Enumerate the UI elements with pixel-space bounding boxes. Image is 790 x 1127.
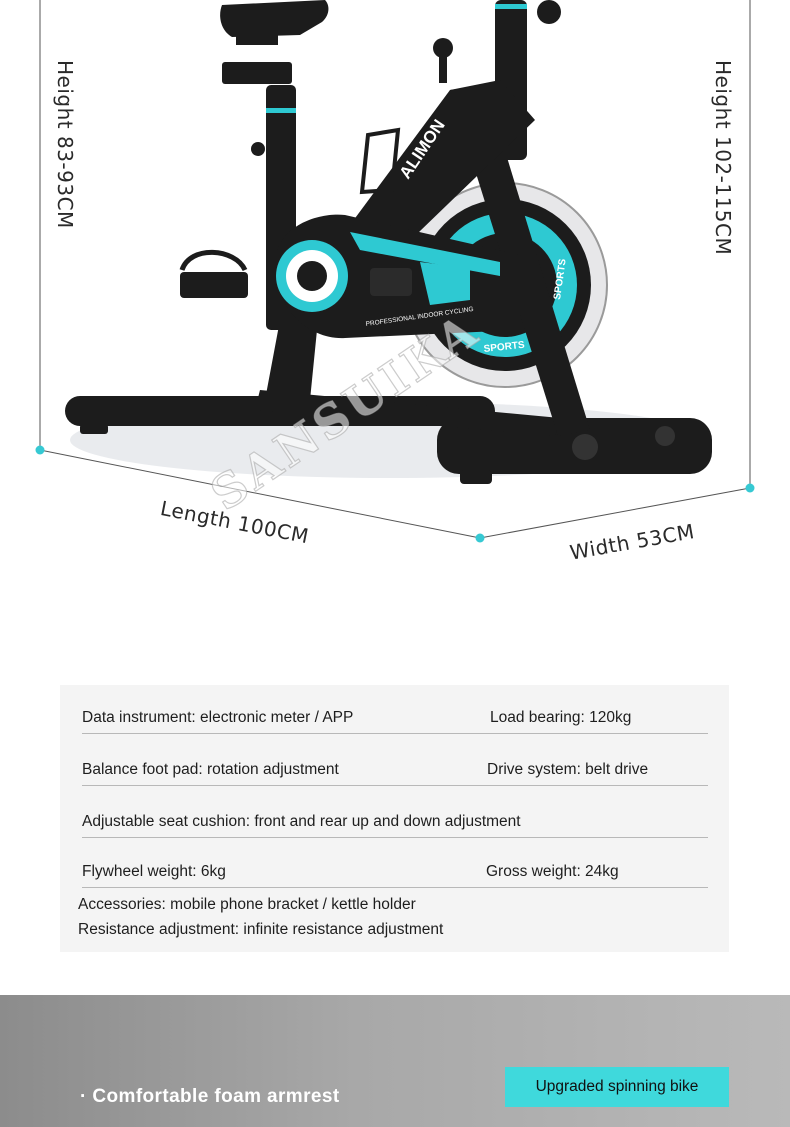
product-hero: ALIMON PROFESSIONAL INDOOR CYCLING SPORT…	[35, 0, 755, 565]
dimension-marker	[475, 533, 485, 543]
spec-row: Flywheel weight: 6kg Gross weight: 24kg	[82, 857, 708, 888]
spec-accessories: Accessories: mobile phone bracket / kett…	[78, 896, 416, 913]
feature-banner: · Comfortable foam armrest Upgraded spin…	[0, 995, 790, 1127]
spec-load-bearing: Load bearing: 120kg	[490, 709, 632, 726]
spec-row: Balance foot pad: rotation adjustment Dr…	[82, 755, 708, 786]
upgrade-badge: Upgraded spinning bike	[505, 1067, 729, 1107]
bike-illustration: ALIMON PROFESSIONAL INDOOR CYCLING SPORT…	[35, 0, 755, 543]
bike-base	[65, 390, 712, 484]
spec-foot-pad: Balance foot pad: rotation adjustment	[82, 761, 339, 778]
seat-height-label: Height 83-93CM	[53, 60, 77, 229]
spec-drive-system: Drive system: belt drive	[487, 761, 649, 778]
guard-label: SPORTS	[483, 340, 525, 355]
spec-gross-weight: Gross weight: 24kg	[486, 863, 619, 880]
dimension-marker	[35, 445, 45, 455]
spec-data-instrument: Data instrument: electronic meter / APP	[82, 709, 354, 726]
spec-row: Data instrument: electronic meter / APP …	[82, 703, 708, 734]
spec-table: Data instrument: electronic meter / APP …	[60, 685, 729, 952]
spec-row: Adjustable seat cushion: front and rear …	[82, 807, 708, 838]
spec-flywheel-weight: Flywheel weight: 6kg	[82, 863, 226, 880]
dimension-marker	[745, 483, 755, 493]
spec-resistance: Resistance adjustment: infinite resistan…	[78, 921, 444, 938]
dimension-lines	[39, 0, 751, 539]
bike-accents	[266, 4, 527, 312]
spec-seat-cushion: Adjustable seat cushion: front and rear …	[82, 813, 521, 830]
feature-title: · Comfortable foam armrest	[80, 1086, 340, 1107]
handle-height-label: Height 102-115CM	[711, 60, 735, 256]
